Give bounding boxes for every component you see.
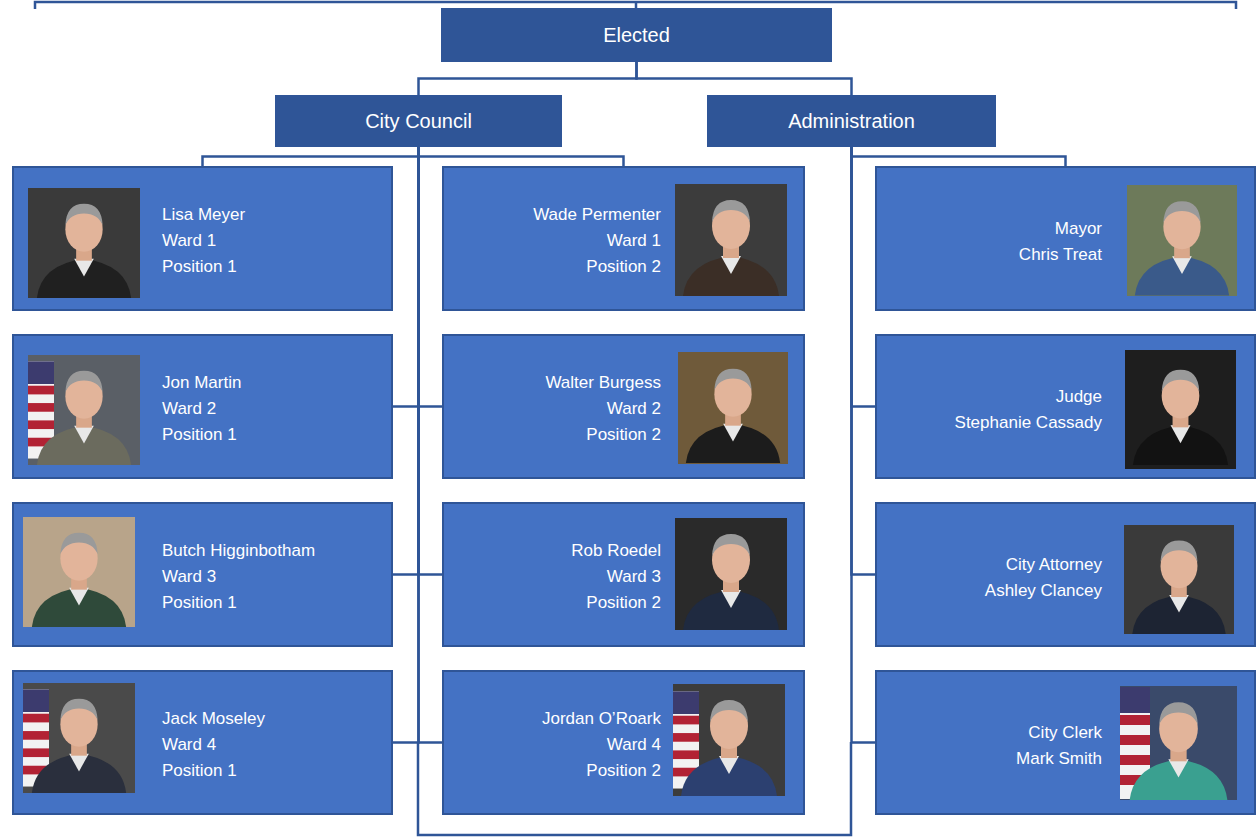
connector-line xyxy=(203,147,419,166)
official-box: City ClerkMark Smith xyxy=(875,670,1256,815)
official-box: Rob RoedelWard 3Position 2 xyxy=(442,502,805,647)
name-text: Walter Burgess xyxy=(545,370,661,396)
official-box: Jack MoseleyWard 4Position 1 xyxy=(12,670,393,815)
text-stack: City ClerkMark Smith xyxy=(1016,720,1102,772)
detail-text: Ward 4 xyxy=(162,732,216,758)
name-text: City Attorney xyxy=(1006,552,1102,578)
group-header-box: Administration xyxy=(707,95,996,147)
portrait-photo xyxy=(1124,525,1234,634)
portrait-photo xyxy=(28,188,140,298)
connector-line xyxy=(393,147,419,407)
header-label: City Council xyxy=(365,109,472,133)
portrait-photo xyxy=(1120,686,1237,800)
header-label: Administration xyxy=(788,109,915,133)
official-box: Wade PermenterWard 1Position 2 xyxy=(442,166,805,311)
group-header-box: City Council xyxy=(275,95,562,147)
text-stack: Lisa MeyerWard 1Position 1 xyxy=(162,202,245,280)
name-text: Jack Moseley xyxy=(162,706,265,732)
name-text: City Clerk xyxy=(1028,720,1102,746)
detail-text: Ward 1 xyxy=(607,228,661,254)
connector-line xyxy=(637,62,852,95)
detail-text: Ward 4 xyxy=(607,732,661,758)
portrait-photo xyxy=(1127,185,1237,296)
detail-text: Ward 3 xyxy=(162,564,216,590)
detail-text: Ward 2 xyxy=(162,396,216,422)
text-stack: MayorChris Treat xyxy=(1019,216,1102,268)
official-box: Jordan O’RoarkWard 4Position 2 xyxy=(442,670,805,815)
portrait-photo xyxy=(1125,350,1236,469)
portrait-photo xyxy=(23,517,135,627)
detail-text: Ward 2 xyxy=(607,396,661,422)
portrait-photo xyxy=(675,184,787,296)
text-stack: Wade PermenterWard 1Position 2 xyxy=(533,202,661,280)
portrait-photo xyxy=(28,355,140,465)
detail-text: Position 2 xyxy=(586,422,661,448)
text-stack: City AttorneyAshley Clancey xyxy=(985,552,1102,604)
name-text: Rob Roedel xyxy=(571,538,661,564)
text-stack: Elected xyxy=(603,23,670,47)
header-label: Elected xyxy=(603,23,670,47)
portrait-photo xyxy=(678,352,788,464)
connector-line xyxy=(852,147,876,407)
official-box: Jon MartinWard 2Position 1 xyxy=(12,334,393,479)
text-stack: Jon MartinWard 2Position 1 xyxy=(162,370,241,448)
portrait-photo xyxy=(23,683,135,793)
connector-line xyxy=(393,147,419,743)
official-box: City AttorneyAshley Clancey xyxy=(875,502,1256,647)
detail-text: Position 2 xyxy=(586,254,661,280)
connector-line xyxy=(393,147,419,575)
name-text: Mayor xyxy=(1055,216,1102,242)
connector-line xyxy=(419,147,443,743)
detail-text: Ward 3 xyxy=(607,564,661,590)
official-box: Butch HigginbothamWard 3Position 1 xyxy=(12,502,393,647)
text-stack: Rob RoedelWard 3Position 2 xyxy=(571,538,661,616)
detail-text: Position 1 xyxy=(162,590,237,616)
text-stack: JudgeStephanie Cassady xyxy=(955,384,1102,436)
group-header-box: Elected xyxy=(441,8,832,62)
name-text: Judge xyxy=(1056,384,1102,410)
connector-line xyxy=(419,62,637,95)
detail-text: Chris Treat xyxy=(1019,242,1102,268)
name-text: Jon Martin xyxy=(162,370,241,396)
text-stack: Jordan O’RoarkWard 4Position 2 xyxy=(542,706,661,784)
name-text: Jordan O’Roark xyxy=(542,706,661,732)
official-box: MayorChris Treat xyxy=(875,166,1256,311)
name-text: Lisa Meyer xyxy=(162,202,245,228)
connector-line xyxy=(852,147,876,575)
connector-line xyxy=(419,147,624,166)
detail-text: Ashley Clancey xyxy=(985,578,1102,604)
connector-line xyxy=(419,147,443,407)
text-stack: Walter BurgessWard 2Position 2 xyxy=(545,370,661,448)
detail-text: Position 1 xyxy=(162,758,237,784)
text-stack: City Council xyxy=(365,109,472,133)
official-box: Walter BurgessWard 2Position 2 xyxy=(442,334,805,479)
detail-text: Position 1 xyxy=(162,422,237,448)
detail-text: Mark Smith xyxy=(1016,746,1102,772)
name-text: Butch Higginbotham xyxy=(162,538,315,564)
portrait-photo xyxy=(675,518,787,630)
detail-text: Position 1 xyxy=(162,254,237,280)
connector-line xyxy=(852,147,1066,166)
detail-text: Position 2 xyxy=(586,590,661,616)
detail-text: Ward 1 xyxy=(162,228,216,254)
name-text: Wade Permenter xyxy=(533,202,661,228)
text-stack: Administration xyxy=(788,109,915,133)
connector-line xyxy=(419,147,443,575)
text-stack: Jack MoseleyWard 4Position 1 xyxy=(162,706,265,784)
connector-line xyxy=(852,147,876,743)
official-box: JudgeStephanie Cassady xyxy=(875,334,1256,479)
portrait-photo xyxy=(673,684,785,796)
text-stack: Butch HigginbothamWard 3Position 1 xyxy=(162,538,315,616)
detail-text: Position 2 xyxy=(586,758,661,784)
detail-text: Stephanie Cassady xyxy=(955,410,1102,436)
official-box: Lisa MeyerWard 1Position 1 xyxy=(12,166,393,311)
